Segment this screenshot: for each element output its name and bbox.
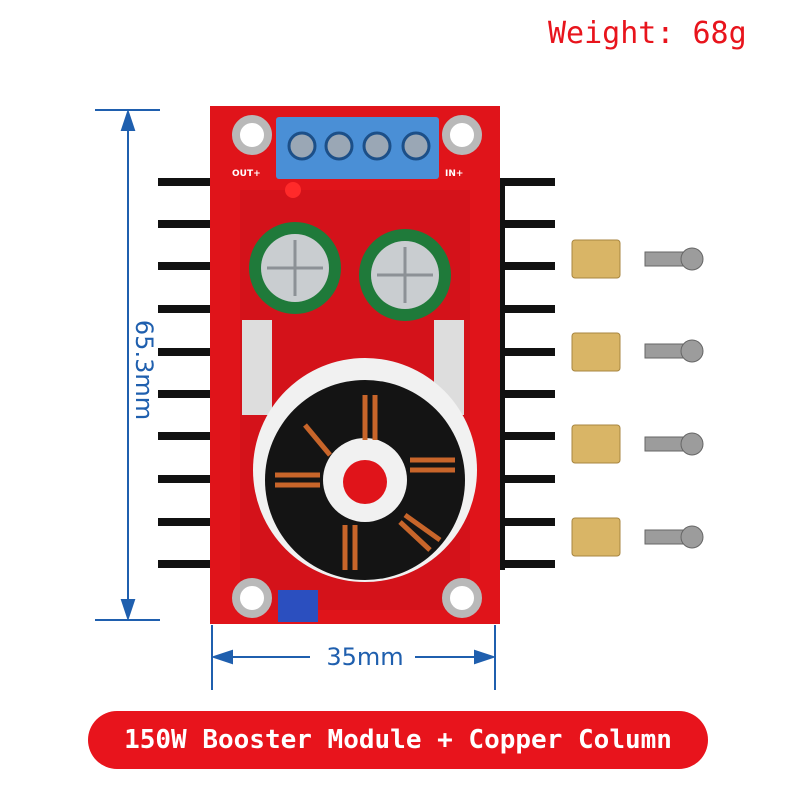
weight-label: Weight: 68g bbox=[548, 16, 747, 51]
width-label: 35mm bbox=[326, 643, 403, 671]
in-label: IN+ bbox=[445, 169, 463, 179]
product-banner: 150W Booster Module + Copper Column bbox=[88, 711, 708, 769]
height-dimension bbox=[95, 108, 160, 622]
potentiometer bbox=[278, 590, 318, 622]
led bbox=[285, 182, 301, 198]
out-label: OUT+ bbox=[232, 169, 261, 179]
width-dimension bbox=[210, 625, 497, 690]
screws bbox=[644, 247, 704, 549]
toroid-inductor bbox=[253, 358, 477, 582]
height-label: 65.3mm bbox=[130, 320, 158, 420]
mosfet bbox=[242, 320, 272, 415]
capacitor-right bbox=[359, 229, 451, 321]
mounting-holes bbox=[232, 115, 482, 618]
screw-terminal bbox=[276, 117, 439, 179]
capacitor-left bbox=[249, 222, 341, 314]
copper-columns bbox=[571, 239, 621, 557]
